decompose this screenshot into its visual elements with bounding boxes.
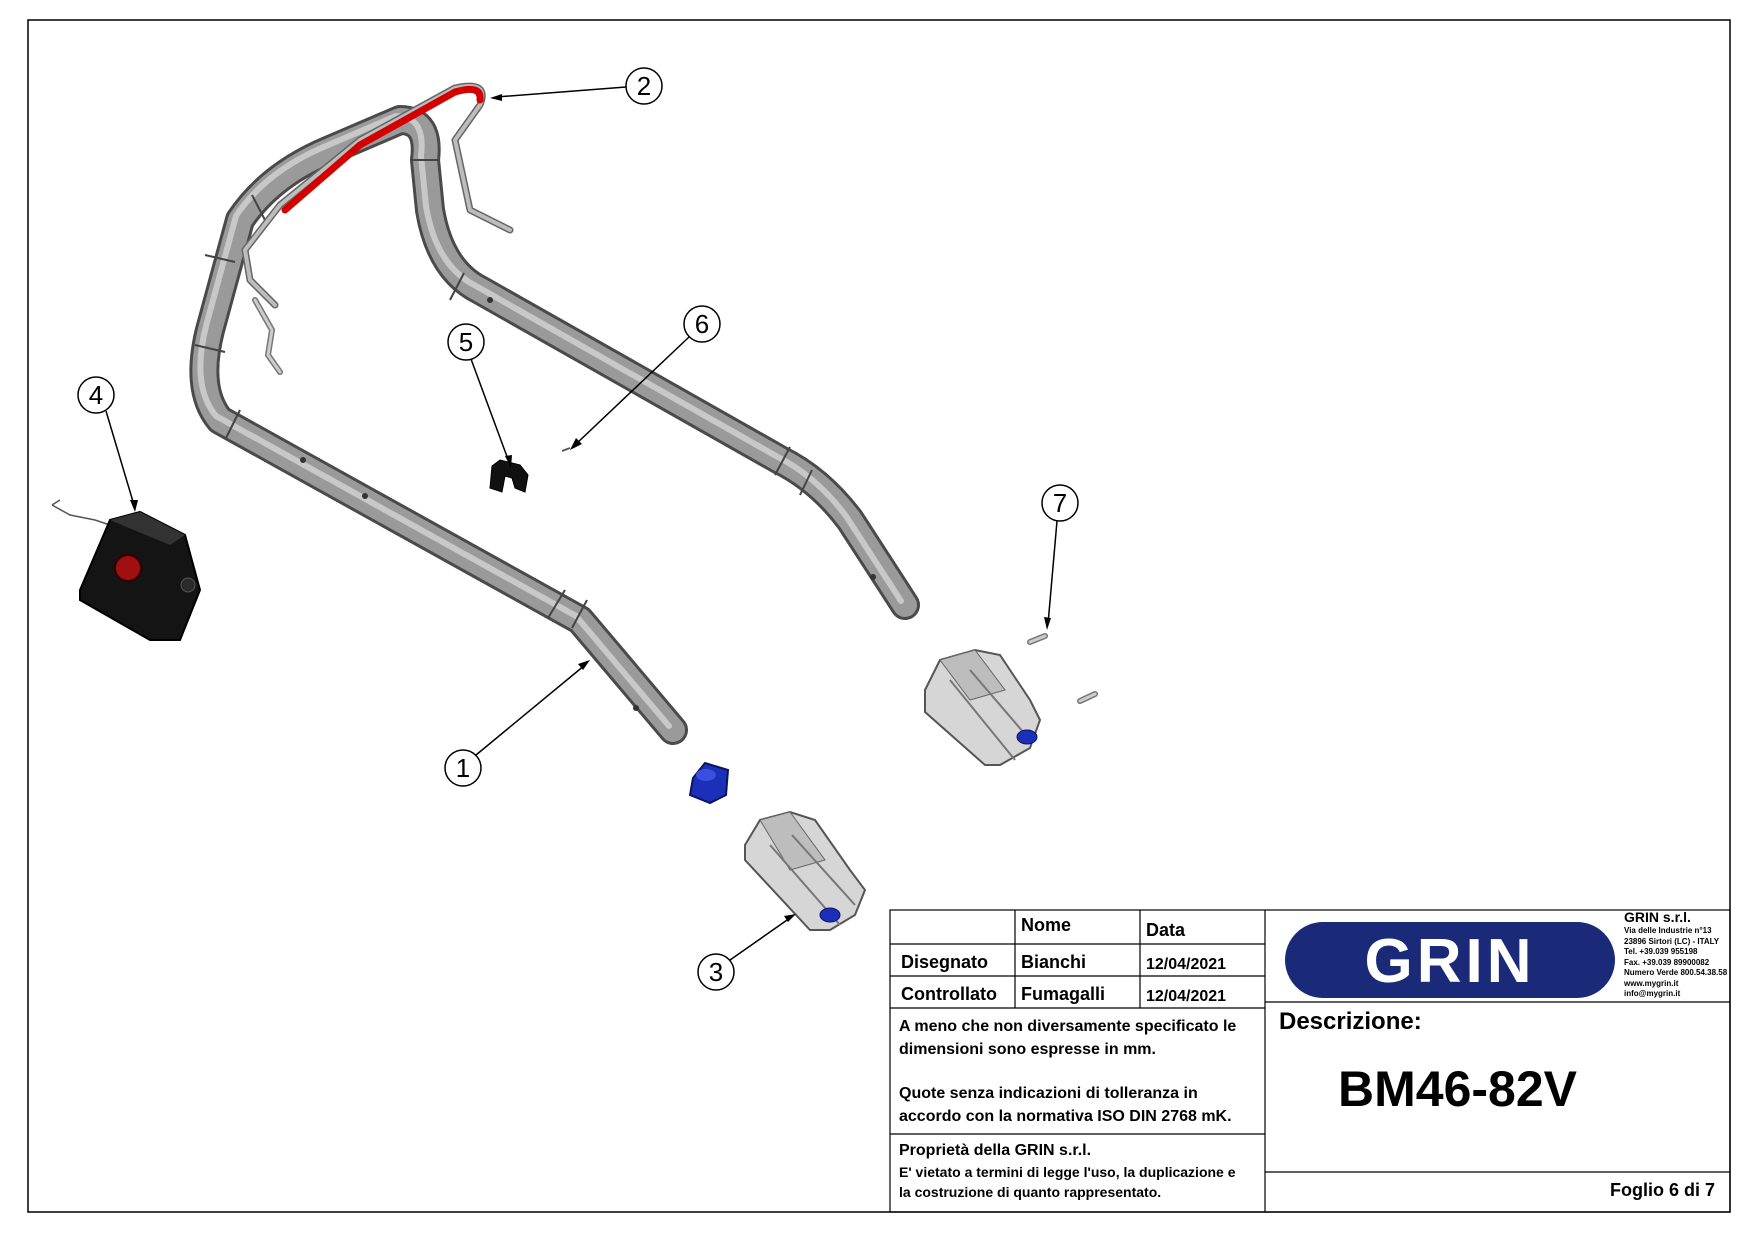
company-city: 23896 Sirtori (LC) - ITALY <box>1624 936 1720 946</box>
descrizione-label: Descrizione: <box>1279 1008 1422 1035</box>
balloon-number-3: 3 <box>708 957 724 987</box>
control-box <box>51 499 202 641</box>
company-tel: Tel. +39.039 955198 <box>1624 947 1698 956</box>
drawing-code: BM46-82V <box>1338 1061 1577 1117</box>
balloon-3-group <box>697 914 796 991</box>
notes-line-3: Quote senza indicazioni di tolleranza in <box>899 1085 1198 1102</box>
sheet-number: Foglio 6 di 7 <box>1610 1180 1716 1200</box>
company-email: info@mygrin.it <box>1624 989 1681 998</box>
notes-line-1: A meno che non diversamente specificato … <box>899 1018 1237 1035</box>
disegnato-name: Bianchi <box>1021 952 1087 972</box>
balloon-4-group <box>77 376 138 512</box>
company-address: Via delle Industrie n°13 <box>1624 926 1712 935</box>
hinge-block-lower <box>744 810 867 931</box>
header-data: Data <box>1146 920 1186 940</box>
property-line-1: E' vietato a termini di legge l'uso, la … <box>899 1164 1236 1180</box>
balloon-number-5: 5 <box>458 327 474 357</box>
balloon-number-4: 4 <box>88 380 104 410</box>
clip-part <box>489 459 529 493</box>
controllato-name: Fumagalli <box>1021 984 1106 1004</box>
company-website: www.mygrin.it <box>1624 978 1679 988</box>
balloon-5-group <box>447 323 512 468</box>
controllato-label: Controllato <box>901 984 997 1004</box>
balloon-number-6: 6 <box>694 309 710 339</box>
company-info: Via delle Industrie n°13 23896 Sirtori (… <box>1624 926 1727 1000</box>
header-nome: Nome <box>1021 915 1072 935</box>
balloon-2-group <box>490 67 663 105</box>
company-name: GRIN s.r.l. <box>1624 909 1691 925</box>
pin-part <box>561 447 571 452</box>
hinge-block-upper <box>924 648 1042 766</box>
notes-line-4: accordo con la normativa ISO DIN 2768 mK… <box>899 1108 1232 1125</box>
title-block-lines <box>889 909 1731 1213</box>
notes-line-2: dimensioni sono espresse in mm. <box>899 1041 1156 1058</box>
property-title: Proprietà della GRIN s.r.l. <box>899 1142 1092 1159</box>
balloon-number-2: 2 <box>636 71 652 101</box>
company-fax: Fax. +39.039 89900082 <box>1624 957 1710 967</box>
handle-tube <box>189 105 920 745</box>
balloon-6-group <box>570 305 721 450</box>
sheet-border <box>27 19 1731 1213</box>
grin-logo-text: GRIN <box>1365 927 1536 996</box>
company-toll-free: Numero Verde 800.54.38.58 <box>1624 968 1728 977</box>
bushing <box>688 761 730 805</box>
balloon-7-group <box>1041 484 1079 630</box>
disegnato-date: 12/04/2021 <box>1146 956 1227 973</box>
disegnato-label: Disegnato <box>901 952 989 972</box>
balloon-number-1: 1 <box>455 753 471 783</box>
screws <box>1027 633 1098 704</box>
balloon-1-group <box>444 660 590 787</box>
brake-cable <box>241 82 514 375</box>
property-line-2: la costruzione di quanto rappresentato. <box>899 1184 1162 1200</box>
grin-logo: GRIN <box>1285 922 1615 998</box>
balloon-number-7: 7 <box>1052 488 1068 518</box>
controllato-date: 12/04/2021 <box>1146 988 1227 1005</box>
